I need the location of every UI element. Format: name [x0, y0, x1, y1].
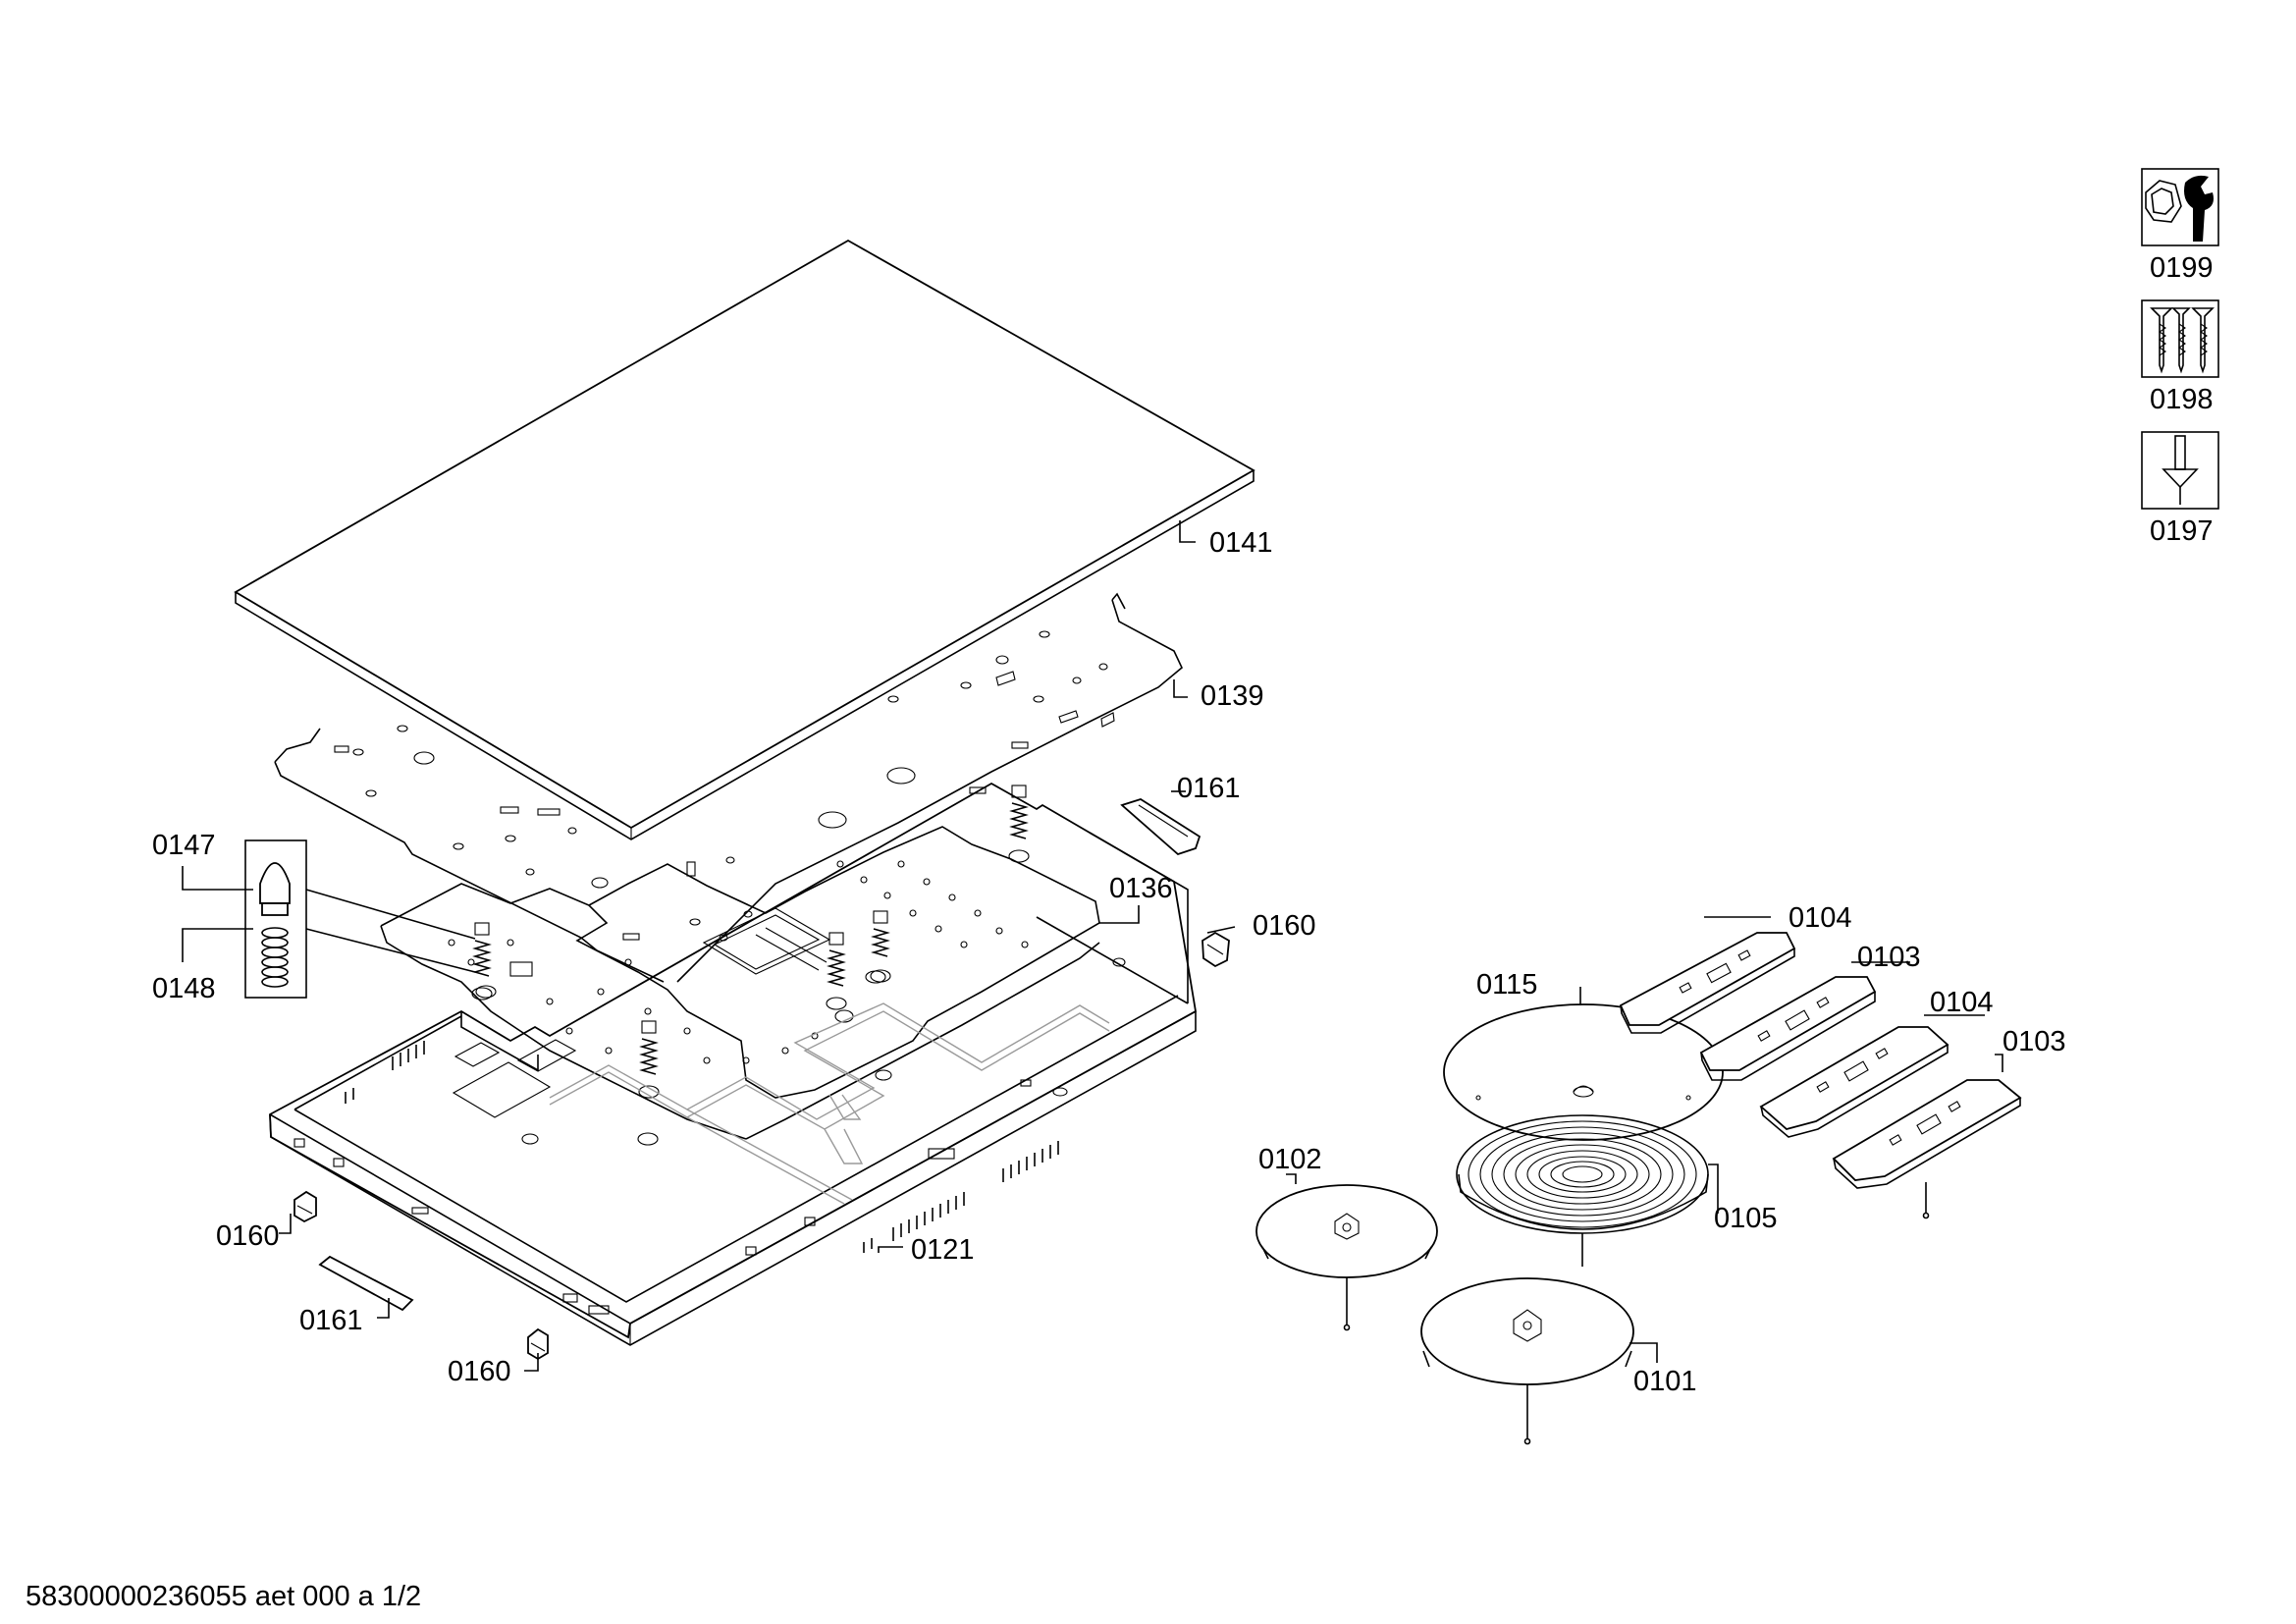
carrier-frame — [380, 785, 1100, 1140]
callout-0102: 0102 — [1258, 1144, 1322, 1175]
legend-label-0197: 0197 — [2150, 515, 2214, 547]
screws-icon — [2141, 299, 2219, 378]
callout-0103-upper: 0103 — [1857, 942, 1921, 973]
callout-0101: 0101 — [1633, 1366, 1697, 1397]
oval-coil-0103-lower — [1832, 1079, 2022, 1219]
spring-post-5 — [1008, 785, 1030, 863]
spring-post-4 — [870, 910, 891, 983]
callout-0104-upper: 0104 — [1789, 902, 1852, 934]
screwdriver-icon — [2141, 431, 2219, 510]
trim-strip-0161-upper — [1120, 798, 1201, 856]
detail-inset-box — [244, 839, 476, 999]
spring-0148 — [261, 927, 289, 988]
coil-plate-0102 — [1255, 1184, 1438, 1331]
clip-0160-upper — [1201, 931, 1230, 968]
vent-slots-left — [345, 1041, 425, 1104]
clip-0160-left — [294, 1190, 317, 1223]
vent-slots-right — [863, 1141, 1059, 1253]
wrench-nut-icon — [2141, 168, 2219, 246]
callout-0160-left: 0160 — [216, 1220, 280, 1252]
buffer-cap-0147 — [259, 862, 291, 916]
legend-0197: 0197 — [2141, 431, 2219, 547]
callout-0121: 0121 — [911, 1234, 975, 1266]
callout-0147: 0147 — [152, 830, 216, 861]
callout-0103-lower: 0103 — [2002, 1026, 2066, 1057]
coil-plate-0101 — [1420, 1277, 1634, 1445]
clip-0160-lower — [527, 1327, 549, 1361]
oval-coil-0104-lower — [1759, 1026, 1949, 1138]
legend-0199: 0199 — [2141, 168, 2219, 284]
callout-0161-lower: 0161 — [299, 1305, 363, 1336]
leader-lines — [182, 520, 2003, 1372]
callout-0141: 0141 — [1209, 527, 1273, 559]
callout-0148: 0148 — [152, 973, 216, 1004]
callout-0160-upper: 0160 — [1253, 910, 1316, 942]
callout-0139: 0139 — [1201, 680, 1264, 712]
spring-post-2 — [638, 1020, 660, 1099]
callout-0104-lower: 0104 — [1930, 987, 1994, 1018]
callout-0136: 0136 — [1109, 873, 1173, 904]
callout-0161-upper: 0161 — [1177, 773, 1241, 804]
callout-0105: 0105 — [1714, 1203, 1778, 1234]
coil-winding-0105 — [1456, 1114, 1709, 1267]
callout-labels: 0141 0139 0161 0147 0136 0160 0148 0160 … — [152, 527, 2066, 1397]
glass-ceramic-top — [234, 239, 1255, 840]
legend-label-0198: 0198 — [2150, 384, 2214, 415]
oval-coil-0103-upper — [1699, 976, 1877, 1081]
legend-label-0199: 0199 — [2150, 252, 2214, 284]
bottom-housing-tray — [269, 782, 1197, 1346]
callout-0115: 0115 — [1476, 969, 1537, 1001]
spring-post-3 — [826, 932, 847, 1010]
spring-post-1 — [471, 922, 493, 1001]
oval-coil-0104-upper — [1619, 932, 1796, 1034]
document-id: 58300000236055 aet 000 a 1/2 — [26, 1581, 421, 1612]
legend-0198: 0198 — [2141, 299, 2219, 415]
top-frame-plate — [274, 592, 1183, 983]
callout-0160-lower: 0160 — [448, 1356, 511, 1387]
trim-strip-0161-lower — [318, 1255, 414, 1312]
coil-cover-0115 — [1443, 1003, 1724, 1141]
